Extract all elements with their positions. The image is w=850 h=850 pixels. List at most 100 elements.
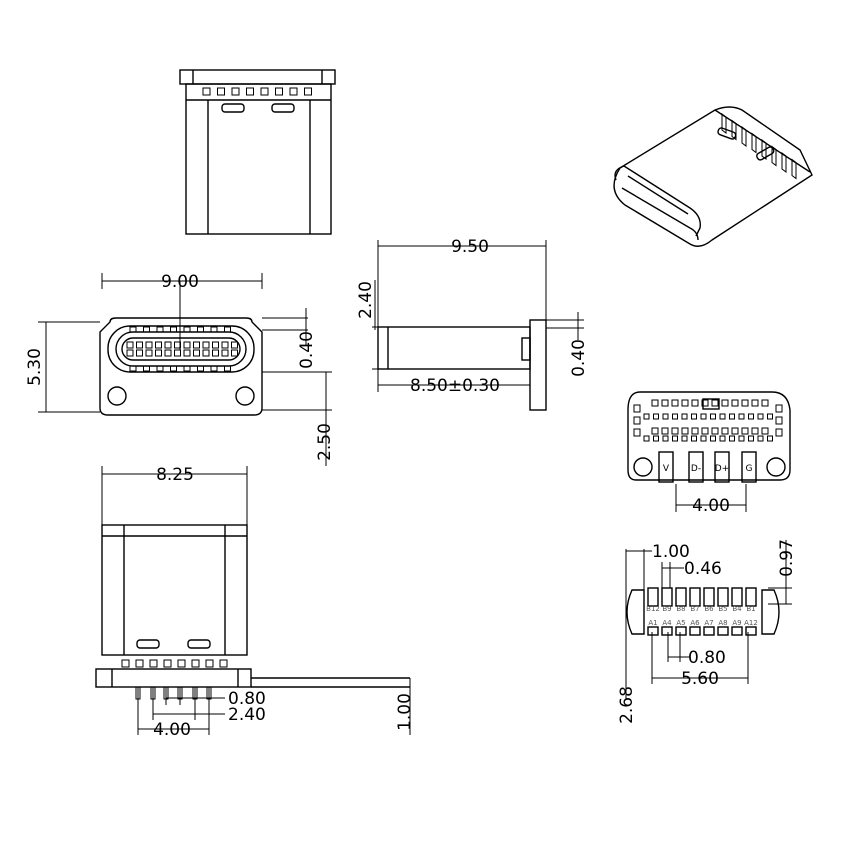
dim-2-40-side: 2.40 bbox=[356, 281, 376, 319]
dim-0-40-top: 0.40 bbox=[297, 331, 317, 369]
rear-pin bbox=[741, 427, 749, 435]
rear-slot-label: D- bbox=[691, 464, 701, 474]
rear-slot-label: V bbox=[663, 464, 670, 474]
rear-pin bbox=[757, 413, 764, 420]
rear-pin bbox=[711, 399, 719, 407]
contact-pin bbox=[155, 341, 162, 349]
pad-label: B12 bbox=[646, 605, 660, 613]
contact-tooth bbox=[304, 87, 312, 96]
contact-tooth bbox=[231, 87, 240, 96]
rear-pin bbox=[731, 399, 739, 407]
contact-pin bbox=[210, 365, 218, 372]
contact-pin bbox=[136, 349, 143, 357]
rear-pin bbox=[767, 413, 773, 420]
dim-2-50: 2.50 bbox=[315, 423, 335, 461]
pad-label: A6 bbox=[690, 619, 700, 627]
contact-pin bbox=[197, 365, 204, 372]
contact-pin bbox=[155, 349, 162, 357]
dim-1-00-bottom: 1.00 bbox=[395, 693, 415, 731]
side-view: 9.50 2.40 8.50±0.30 0.40 bbox=[356, 237, 589, 411]
rear-pin bbox=[775, 428, 783, 437]
rear-pin bbox=[738, 413, 745, 420]
contact-tooth bbox=[219, 659, 228, 668]
contact-tooth bbox=[149, 659, 158, 668]
rear-pin bbox=[700, 435, 707, 442]
contact-pin bbox=[193, 349, 200, 357]
contact-tooth bbox=[217, 87, 225, 96]
pad-bottom bbox=[647, 626, 659, 636]
pad-label: A8 bbox=[718, 619, 727, 627]
pad-label: B8 bbox=[676, 605, 685, 613]
rear-pin bbox=[710, 435, 716, 442]
rear-pin bbox=[719, 413, 726, 420]
pad-bottom bbox=[717, 626, 729, 636]
rear-slot bbox=[688, 451, 704, 483]
rear-pin bbox=[719, 435, 726, 442]
rear-pin bbox=[748, 435, 754, 442]
pad-label: B6 bbox=[704, 605, 714, 613]
pad-label: A5 bbox=[676, 619, 685, 627]
iso-pin bbox=[741, 126, 747, 147]
contact-pin bbox=[129, 326, 137, 333]
rear-slot bbox=[714, 451, 730, 483]
contact-pin bbox=[221, 341, 229, 349]
isometric-view bbox=[613, 106, 813, 247]
contact-pin bbox=[156, 365, 164, 372]
contact-pin bbox=[174, 349, 181, 357]
contact-pin bbox=[231, 349, 238, 357]
rear-pin bbox=[738, 435, 745, 442]
contact-pin bbox=[164, 349, 172, 357]
iso-pin bbox=[721, 113, 727, 134]
contact-pin bbox=[145, 349, 153, 357]
pad-bottom bbox=[745, 626, 757, 636]
contact-pin bbox=[202, 341, 210, 349]
contact-pin bbox=[143, 326, 150, 333]
pad-label: A4 bbox=[662, 619, 672, 627]
pad-label: A1 bbox=[648, 619, 657, 627]
iso-pin bbox=[771, 145, 777, 167]
rear-pin bbox=[681, 413, 688, 420]
rear-pin bbox=[731, 427, 739, 435]
rear-slot-label: G bbox=[746, 464, 753, 474]
contact-pin bbox=[145, 341, 153, 349]
pad-label: B4 bbox=[732, 605, 742, 613]
iso-pin bbox=[751, 132, 757, 154]
contact-pin bbox=[202, 349, 210, 357]
rear-pin bbox=[691, 427, 699, 435]
contact-tooth bbox=[246, 87, 254, 96]
rear-pin bbox=[775, 404, 783, 413]
contact-pin bbox=[156, 326, 164, 333]
rear-pin bbox=[751, 427, 759, 435]
rear-pin bbox=[721, 427, 729, 435]
rear-slot bbox=[741, 451, 757, 483]
contact-pin bbox=[170, 365, 177, 372]
iso-pin bbox=[781, 152, 787, 173]
plug-view: 8.25 0.80 2.40 4.00 1.00 bbox=[95, 465, 415, 740]
contact-pin bbox=[170, 326, 177, 333]
contact-tooth bbox=[202, 87, 211, 96]
rear-pin bbox=[757, 435, 764, 442]
contact-pin bbox=[126, 349, 134, 357]
pad-top bbox=[717, 587, 729, 607]
contact-tooth bbox=[289, 87, 298, 96]
contact-tooth bbox=[260, 87, 269, 96]
dim-4-00-rear: 4.00 bbox=[692, 496, 730, 516]
contact-pin bbox=[224, 326, 231, 333]
dim-4-00-bottom: 4.00 bbox=[153, 720, 191, 740]
contact-pin bbox=[129, 365, 137, 372]
pad-bottom bbox=[703, 626, 715, 636]
dim-9-50: 9.50 bbox=[451, 237, 489, 257]
rear-pin bbox=[662, 435, 669, 442]
pad-label: B1 bbox=[746, 605, 755, 613]
dim-8-25: 8.25 bbox=[156, 465, 194, 485]
pad-label: A7 bbox=[704, 619, 713, 627]
rear-slot-label: D+ bbox=[715, 464, 729, 474]
rear-pin bbox=[691, 435, 697, 442]
dim-5-60: 5.60 bbox=[681, 669, 719, 689]
rear-pin bbox=[775, 416, 783, 425]
contact-pin bbox=[183, 349, 191, 357]
rear-pin bbox=[701, 399, 709, 407]
contact-pin bbox=[231, 341, 238, 349]
pad-top bbox=[647, 587, 659, 607]
